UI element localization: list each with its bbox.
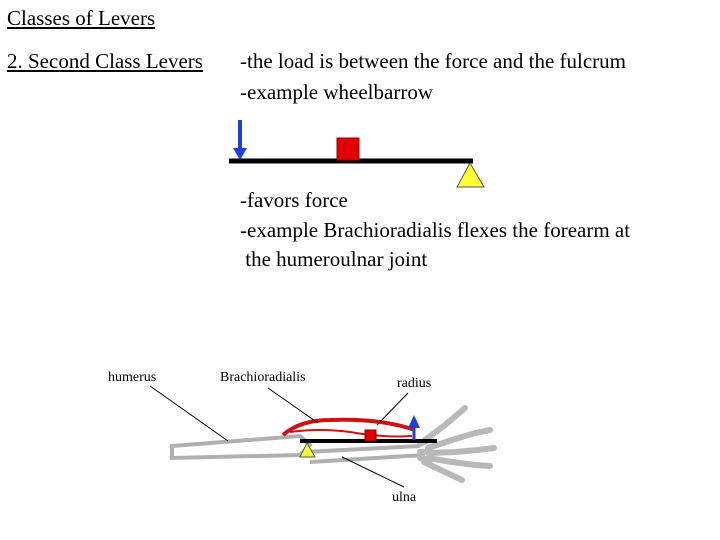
humerus-bone xyxy=(170,433,313,461)
elbow-fulcrum-icon xyxy=(299,441,316,458)
label-humerus: humerus xyxy=(108,370,157,385)
load-box xyxy=(336,137,360,161)
muscle-inner-line xyxy=(289,429,413,438)
label-ulna: ulna xyxy=(392,490,417,505)
hand-bones xyxy=(417,405,497,483)
section-subtitle: 2. Second Class Levers xyxy=(7,49,203,73)
fulcrum-triangle-icon xyxy=(456,161,485,188)
brachioradialis-muscle xyxy=(281,417,416,437)
arm-diagram xyxy=(149,385,497,488)
bullet-load-between: -the load is between the force and the f… xyxy=(240,49,627,73)
bullet-humeroulnar-joint: the humeroulnar joint xyxy=(240,247,428,271)
bullet-example-brachioradialis: -example Brachioradialis flexes the fore… xyxy=(240,218,631,242)
upward-force-arrow-icon xyxy=(408,415,420,440)
bullet-favors-force: -favors force xyxy=(240,188,348,212)
force-arrow-icon xyxy=(233,120,247,160)
wheelbarrow-lever-diagram xyxy=(229,120,485,188)
label-brachioradialis: Brachioradialis xyxy=(220,370,306,385)
label-radius: radius xyxy=(397,376,432,391)
forearm-load-box xyxy=(364,429,377,442)
bullet-example-wheelbarrow: -example wheelbarrow xyxy=(240,80,433,104)
leader-lines xyxy=(149,385,409,488)
slide-title: Classes of Levers xyxy=(7,6,156,30)
forearm-bones xyxy=(304,444,426,464)
